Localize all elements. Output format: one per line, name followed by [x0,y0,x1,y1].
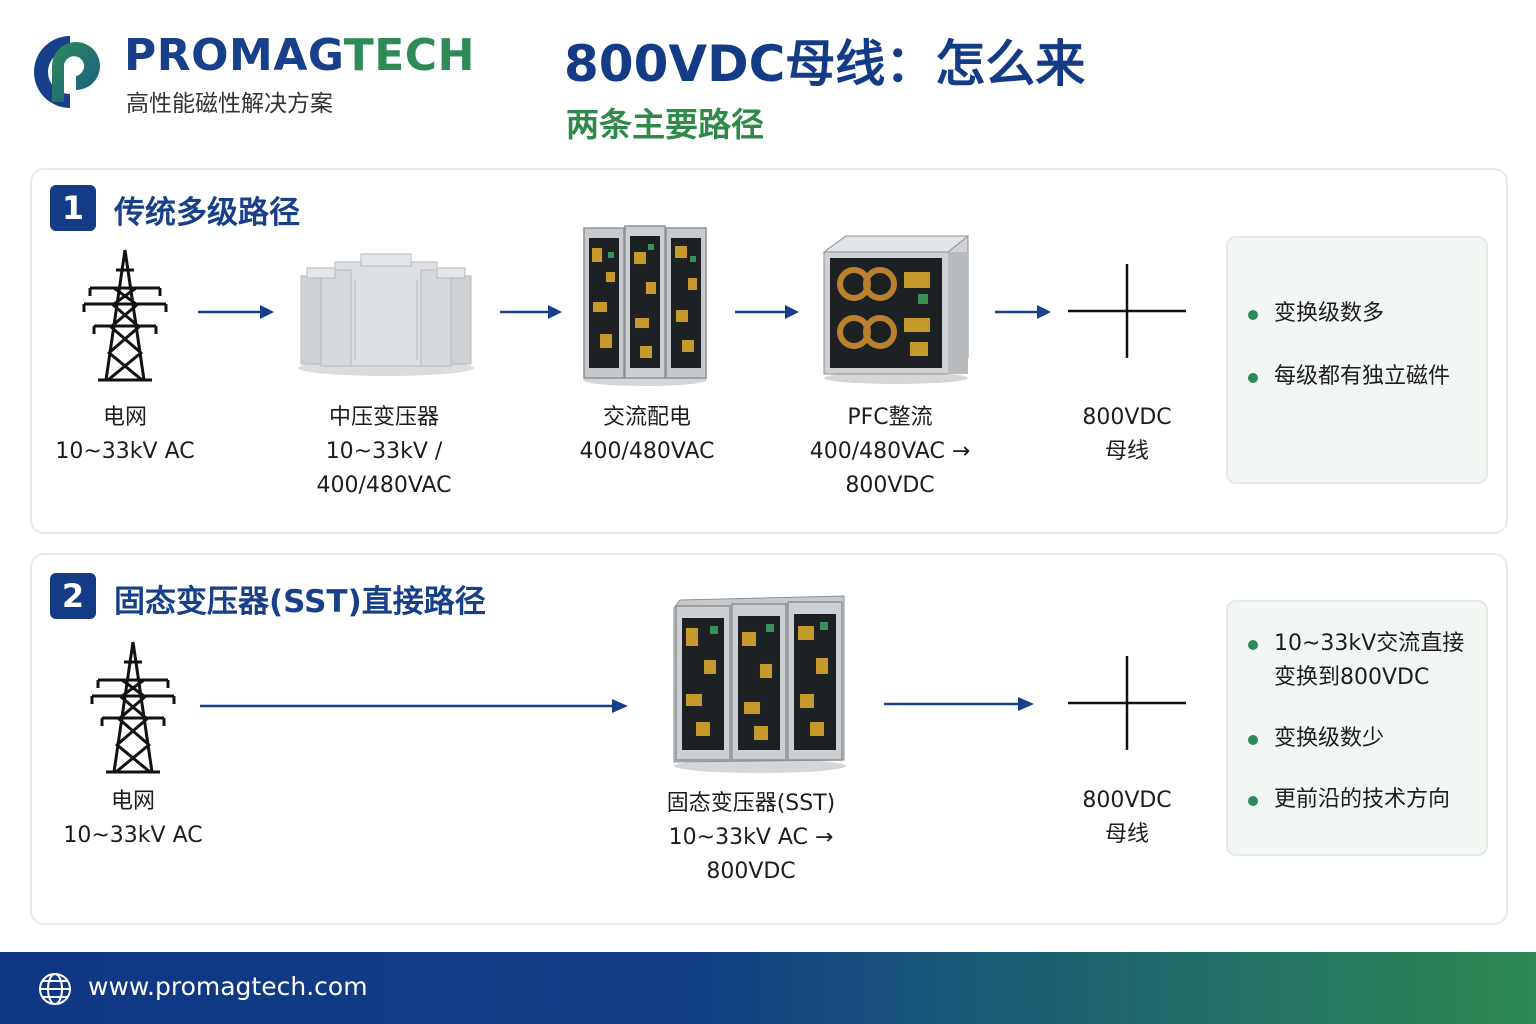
path2-number-badge: 2 [50,573,96,619]
path2-bullet: 10~33kV交流直接 [1248,627,1464,661]
mv-transformer-icon [298,253,474,376]
path1-title: 传统多级路径 [114,195,300,231]
arrow-right-icon [884,697,1034,711]
arrow-right-icon [995,305,1051,319]
arrow-right-icon [735,305,799,319]
bullet-dot-icon [1248,640,1258,650]
bullet-dot-icon [1248,373,1258,383]
arrow-right-icon [200,699,628,713]
bullet-dot-icon [1248,796,1258,806]
ac-distribution-cabinet-icon [583,225,707,386]
path2-node2-label: 固态变压器(SST)10~33kV AC →800VDC [666,791,836,884]
sst-cabinet-icon [673,595,846,773]
dc-bus-icon [1068,264,1186,358]
bullet-dot-icon [1248,735,1258,745]
brand-name: PROMAGTECH [124,30,475,81]
path1-bullet: 变换级数多 [1248,297,1384,331]
page-title: 800VDC母线：怎么来 [564,35,1086,93]
path1-info-box [1226,236,1488,484]
path2-info-box [1226,600,1488,856]
globe-icon [39,973,71,1005]
path1-bullet: 每级都有独立磁件 [1248,360,1450,394]
path2-bullet: 更前沿的技术方向 [1248,783,1450,817]
bullet-dot-icon [1248,310,1258,320]
arrow-right-icon [198,305,274,319]
website-link[interactable]: www.promagtech.com [88,972,368,1001]
path1-number-badge: 1 [50,185,96,231]
arrow-right-icon [500,305,562,319]
path2-title: 固态变压器(SST)直接路径 [114,584,486,620]
page-subtitle: 两条主要路径 [566,105,764,144]
dc-bus-icon [1068,656,1186,750]
path2-bullet: 变换级数少 [1248,722,1384,756]
pfc-rectifier-icon [822,235,970,384]
transmission-tower-icon [82,249,168,382]
transmission-tower-icon [90,641,176,774]
path2-bullet-continuation: 变换到800VDC [1274,665,1430,690]
footer-bar [0,952,1536,1024]
promagtech-logo-icon [34,36,100,108]
brand-tagline: 高性能磁性解决方案 [126,91,333,117]
